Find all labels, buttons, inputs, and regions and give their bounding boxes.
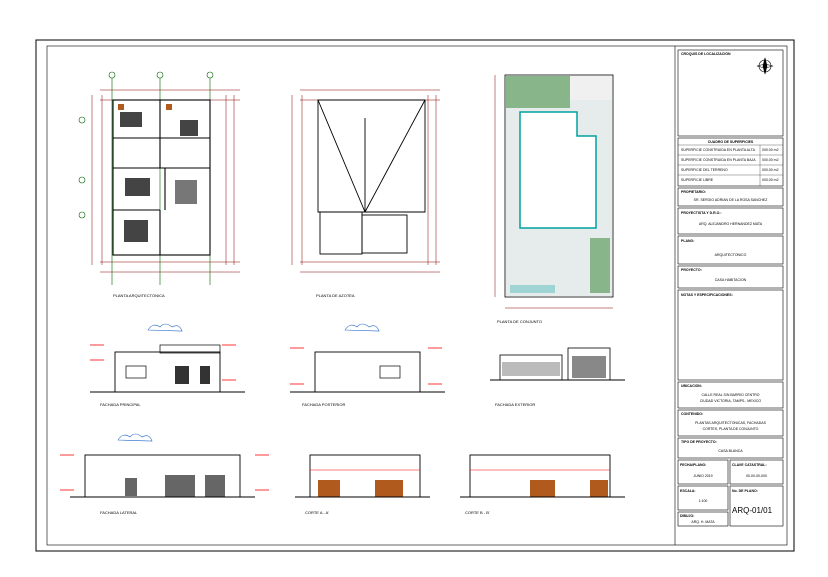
- project-label: PROYECTO:: [681, 268, 702, 272]
- rear-facade-drawing: [290, 323, 445, 393]
- number-label: No. DE PLANO:: [732, 489, 758, 493]
- content-value: PLANTAS ARQUITECTONICAS, FACHADAS: [695, 421, 766, 425]
- side-facade-drawing: [70, 433, 255, 498]
- owner-label: PROPIETARIO:: [681, 190, 707, 194]
- area-header: CUADRO DE SUPERFICIES: [707, 140, 754, 144]
- architect-value: ARQ. ALEJANDRO HERNANDEZ MATA: [698, 222, 763, 226]
- architect-label: PROYECTISTA Y D.R.O.:: [681, 211, 722, 215]
- key-label: CLAVE CATASTRAL:: [732, 463, 767, 467]
- label-rear-facade: FACHADA POSTERIOR: [302, 402, 346, 407]
- label-roof-plan: PLANTA DE AZOTEA: [316, 293, 355, 298]
- area-label-4: SUPERFICIE LIBRE: [681, 178, 714, 182]
- notes-label: NOTAS Y ESPECIFICACIONES:: [681, 293, 733, 297]
- type-label: TIPO DE PROYECTO:: [681, 440, 717, 444]
- area-value-2: 000.00 m2: [762, 158, 779, 162]
- inner-border: [46, 45, 788, 546]
- sheet-label: PLANO:: [681, 239, 695, 243]
- site-value-2: CIUDAD VICTORIA, TAMPS., MEXICO: [699, 399, 762, 403]
- area-value-3: 000.00 m2: [762, 168, 779, 172]
- label-street-facade: FACHADA EXTERIOR: [495, 402, 536, 407]
- key-value: 00-00-00-000: [745, 474, 767, 478]
- level-markers: [60, 344, 442, 491]
- area-label-3: SUPERFICIE DEL TERRENO: [681, 168, 728, 172]
- scale-label: ESCALA:: [680, 489, 696, 493]
- location-header: CROQUIS DE LOCALIZACIÓN: [681, 52, 731, 56]
- label-site-plan: PLANTA DE CONJUNTO: [497, 319, 542, 324]
- site-plan: [494, 74, 614, 309]
- ground-floor-plan: [78, 71, 240, 285]
- area-value-4: 000.00 m2: [762, 178, 779, 182]
- sheet-value: ARQUITECTONICO: [714, 253, 747, 257]
- north-compass-icon: [756, 57, 774, 75]
- street-facade-drawing: [490, 347, 625, 381]
- outer-border: [35, 39, 795, 552]
- label-side-facade: FACHADA LATERAL: [100, 510, 138, 515]
- label-front-facade: FACHADA PRINCIPAL: [100, 402, 141, 407]
- title-block-grid: [677, 49, 784, 527]
- label-section-b: CORTE B - B': [465, 510, 490, 515]
- area-label-1: SUPERFICIE CONSTRUIDA EN PLANTA ALTA: [681, 148, 755, 152]
- project-value: CASA HABITACION: [714, 278, 747, 282]
- draw-value: ARQ. H. MATA: [691, 520, 715, 524]
- area-table-lines: [678, 144, 783, 186]
- section-b-drawing: [460, 454, 625, 498]
- site-value: CALLE REAL S/N BARRIO CENTRO: [701, 393, 760, 397]
- section-a-drawing: [295, 454, 430, 498]
- label-ground-plan: PLANTA ARQUITECTONICA: [113, 293, 165, 298]
- roof-plan: [291, 89, 440, 273]
- draw-label: DIBUJO:: [680, 514, 695, 518]
- date-value: JUNIO 2019: [693, 474, 713, 478]
- owner-value: SR. SERGIO ADRIAN DE LA ROSA SANCHEZ: [693, 198, 768, 202]
- content-value-2: CORTES, PLANTA DE CONJUNTO: [702, 427, 759, 431]
- area-label-2: SUPERFICIE CONSTRUIDA EN PLANTA BAJA: [681, 158, 756, 162]
- scale-value: 1:100: [698, 499, 708, 503]
- date-label: FECHA/PLANO:: [680, 463, 707, 467]
- front-facade-drawing: [90, 323, 245, 393]
- type-value: CASA BLANCA: [718, 449, 743, 453]
- area-value-1: 000.00 m2: [762, 148, 779, 152]
- sheet-number: ARQ-01/01: [732, 506, 773, 515]
- site-label: UBICACIÓN:: [681, 384, 702, 388]
- content-label: CONTENIDO:: [681, 412, 704, 416]
- label-section-a: CORTE A - A': [305, 510, 330, 515]
